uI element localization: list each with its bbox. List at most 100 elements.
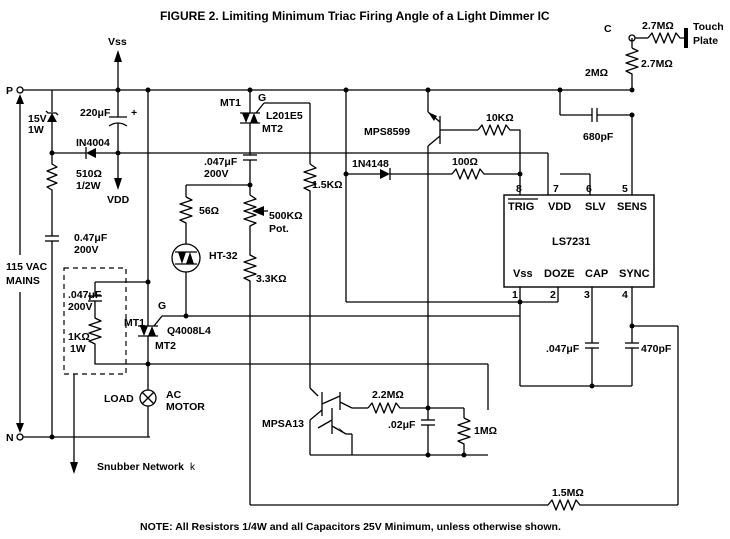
resistor-100: [451, 168, 520, 180]
ic-pin-8-num: 8: [516, 183, 522, 195]
node-label-c: C: [604, 23, 612, 35]
load-label: LOAD: [104, 393, 134, 405]
c047cap-label: .047μF: [546, 343, 580, 355]
r27m-top-label: 2.7MΩ: [642, 20, 674, 32]
resistor-27m-side: [625, 47, 639, 90]
pot-500k: [243, 194, 257, 245]
l201-name-label: L201E5: [266, 110, 303, 122]
motor-label-line2: MOTOR: [166, 401, 205, 413]
ic-pin-2-label: DOZE: [544, 268, 575, 280]
resistor-56: [179, 196, 193, 244]
touch-label-line2: Plate: [693, 35, 718, 47]
resistor-10k: [477, 124, 521, 195]
r56-label: 56Ω: [199, 205, 219, 217]
ic-pin-6-label: SLV: [585, 201, 606, 213]
l201-gate-label: G: [258, 92, 266, 104]
c470-label: 470pF: [641, 343, 672, 355]
snub-cap-volt: 200V: [68, 301, 93, 313]
ic-pin-6-num: 6: [586, 183, 592, 195]
ic-pin-4-label: SYNC: [619, 268, 650, 280]
mps8599-label: MPS8599: [364, 126, 410, 138]
r1m-label: 1MΩ: [474, 425, 497, 437]
q-mt1-label: MT1: [124, 317, 145, 329]
rail-n: [16, 433, 150, 441]
snubber-resistor: [88, 301, 148, 365]
ht32-label: HT-32: [209, 250, 238, 262]
resistor-15k: [303, 163, 317, 388]
ic-ls7231: [503, 194, 655, 288]
ic-pin-5-label: SENS: [617, 201, 647, 213]
in4148-label: 1N4148: [352, 158, 389, 170]
mains-label-line1: 115 VAC: [6, 261, 48, 273]
capacitor-047-200v: [45, 235, 59, 242]
figure-title: FIGURE 2. Limiting Minimum Triac Firing …: [160, 9, 550, 23]
transistor-mpsa13: [309, 387, 353, 445]
zener-label-w: 1W: [28, 124, 44, 136]
cap220-plus: +: [131, 107, 137, 119]
pot-wiper-arrow: [252, 206, 264, 216]
mpsa13-label: MPSA13: [262, 418, 304, 430]
ic-pin-5-num: 5: [622, 183, 628, 195]
r27m-side-label: 2.7MΩ: [641, 58, 673, 70]
ic-pin-2-num: 2: [550, 289, 556, 301]
r100-label: 100Ω: [452, 156, 478, 168]
r510-label-watt: 1/2W: [76, 180, 101, 192]
r22m-label: 2.2MΩ: [372, 389, 404, 401]
ic-name-label: LS7231: [552, 236, 591, 248]
vdd-arrow: [114, 178, 122, 190]
touch-plate[interactable]: [684, 28, 688, 48]
l201-mt1-label: MT1: [220, 97, 241, 109]
snubber-label: Snubber Network: [97, 461, 184, 473]
capacitor-047-main: [243, 154, 257, 161]
snub-res-watt: 1W: [70, 343, 86, 355]
ic-pin-8-label: TRIG: [508, 201, 534, 213]
ic-top-pins: 8 7 6 5 TRIG VDD SLV SENS: [508, 183, 647, 213]
resistor-1m: [457, 417, 471, 455]
mains-arrow: [16, 94, 24, 433]
ic-pin-3-num: 3: [584, 289, 590, 301]
figure-note: NOTE: All Resistors 1/4W and all Capacit…: [140, 521, 561, 533]
ic-pin-1-label: Vss: [513, 268, 533, 280]
vdd-label: VDD: [107, 194, 130, 206]
r15k-label: 1.5KΩ: [312, 179, 343, 191]
resistor-22m: [367, 402, 428, 414]
ic-pin-4-num: 4: [622, 289, 628, 301]
capacitor-470pf: [625, 342, 639, 349]
c047main-value: .047μF: [204, 156, 238, 168]
vss-label: Vss: [108, 36, 127, 48]
r510-label-value: 510Ω: [76, 168, 102, 180]
zener-label-v: 15V: [28, 113, 47, 125]
c02-label: .02μF: [388, 419, 416, 431]
motor-label-line1: AC: [166, 389, 182, 401]
r10k-label: 10KΩ: [486, 112, 514, 124]
q-name-label: Q4008L4: [167, 325, 211, 337]
pot-label-type: Pot.: [269, 223, 289, 235]
vss-arrow: [114, 50, 122, 90]
ic-pin-7-num: 7: [553, 183, 559, 195]
ic-pin-1-num: 1: [512, 289, 518, 301]
snub-res-value: 1KΩ: [68, 331, 90, 343]
c047-label-value: 0.47μF: [74, 232, 108, 244]
l201-mt2-label: MT2: [262, 123, 283, 135]
resistor-15m: [547, 499, 678, 511]
c047-label-volt: 200V: [74, 244, 99, 256]
in4004-label: IN4004: [76, 137, 110, 149]
load-lamp: [139, 389, 157, 407]
snub-cap-value: .047μF: [68, 289, 102, 301]
pot-label-value: 500KΩ: [269, 210, 303, 222]
capacitor-02uf: [421, 419, 435, 426]
node-label-n: N: [6, 432, 14, 444]
cap220-label: 220μF: [80, 107, 111, 119]
mains-label-line2: MAINS: [6, 275, 40, 287]
triac-l201e5: [240, 102, 265, 124]
r2m-label: 2MΩ: [585, 67, 608, 79]
r33k-label: 3.3KΩ: [256, 273, 287, 285]
touch-label-line1: Touch: [693, 21, 724, 33]
transistor-mps8599: [427, 111, 441, 147]
snubber-box: [63, 267, 127, 375]
capacitor-047-cap: [585, 342, 599, 349]
r15m-label: 1.5MΩ: [552, 487, 584, 499]
c680-label: 680pF: [583, 131, 614, 143]
zener-diode: [45, 110, 59, 122]
